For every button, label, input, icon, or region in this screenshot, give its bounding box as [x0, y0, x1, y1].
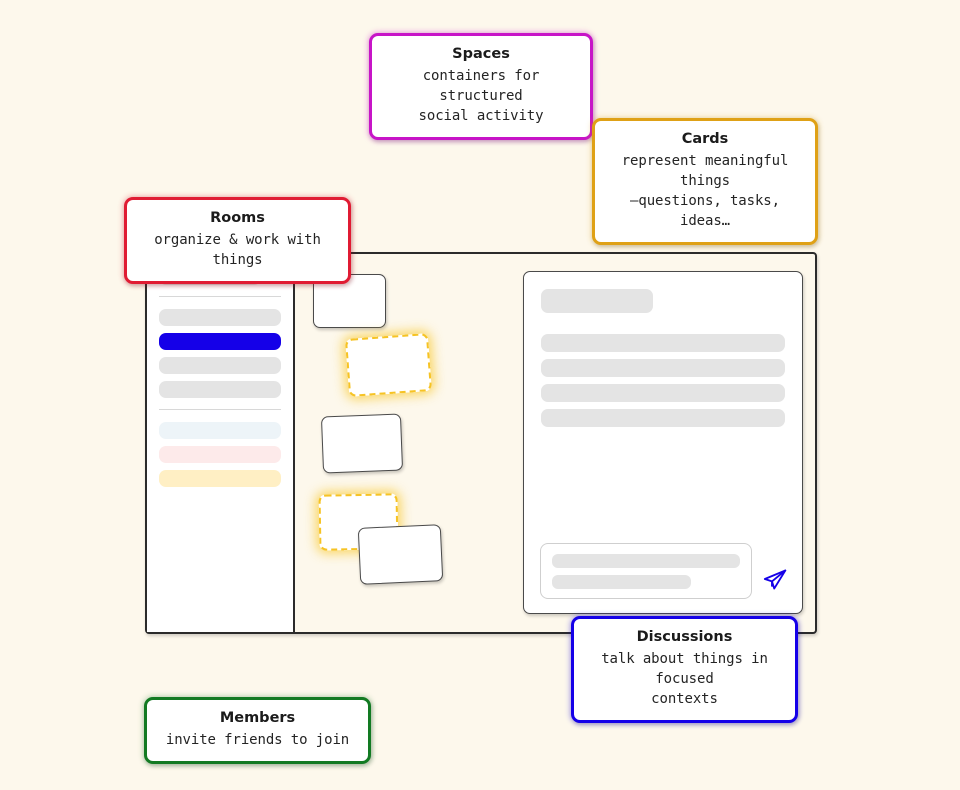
discussion-panel [523, 271, 803, 614]
sidebar-item-tag-blue[interactable] [159, 422, 281, 439]
callout-title: Discussions [636, 629, 733, 645]
paper-plane-icon[interactable] [762, 567, 788, 593]
discussion-message-line [541, 409, 785, 427]
sidebar-item-tag-pink[interactable] [159, 446, 281, 463]
sidebar-item-tag-yellow[interactable] [159, 470, 281, 487]
composer-text-line [552, 554, 740, 568]
callout-rooms[interactable]: Rooms organize & work with things [124, 197, 351, 284]
discussion-title-placeholder [541, 289, 654, 313]
discussion-message-line [541, 334, 785, 352]
card-2-selected[interactable] [344, 333, 433, 397]
callout-discussions[interactable]: Discussions talk about things in focused… [571, 616, 798, 723]
callout-title: Spaces [452, 46, 510, 62]
sidebar-item-room-4[interactable] [159, 381, 281, 398]
callout-description-line: social activity [418, 108, 544, 124]
callout-description-line: represent meaningful things [621, 153, 789, 189]
sidebar [147, 254, 295, 632]
callout-description-line: containers for structured [422, 68, 540, 104]
sidebar-item-room-2-selected[interactable] [159, 333, 281, 350]
sidebar-divider-1 [159, 296, 281, 297]
callout-title: Members [219, 710, 296, 726]
sidebar-item-room-3[interactable] [159, 357, 281, 374]
discussion-message-line [541, 359, 785, 377]
callout-description-line: invite friends to join [165, 732, 350, 748]
callout-members[interactable]: Members invite friends to join [144, 697, 371, 764]
card-3[interactable] [320, 413, 404, 474]
callout-description-line: contexts [651, 691, 718, 707]
callout-spaces[interactable]: Spaces containers for structured social … [369, 33, 593, 140]
app-window-mock [145, 252, 817, 634]
sidebar-divider-2 [159, 409, 281, 410]
sidebar-item-room-1[interactable] [159, 309, 281, 326]
discussion-message-line [541, 384, 785, 402]
callout-description-line: talk about things in focused [601, 651, 768, 687]
callout-title: Rooms [210, 210, 265, 226]
callout-description-line: —questions, tasks, ideas… [630, 193, 780, 229]
message-composer[interactable] [540, 543, 752, 599]
callout-description-line: organize & work with things [154, 232, 321, 268]
callout-cards[interactable]: Cards represent meaningful things —quest… [592, 118, 818, 245]
room-board [295, 254, 815, 632]
composer-text-line [552, 575, 692, 589]
card-5[interactable] [357, 524, 444, 585]
callout-title: Cards [681, 131, 729, 147]
